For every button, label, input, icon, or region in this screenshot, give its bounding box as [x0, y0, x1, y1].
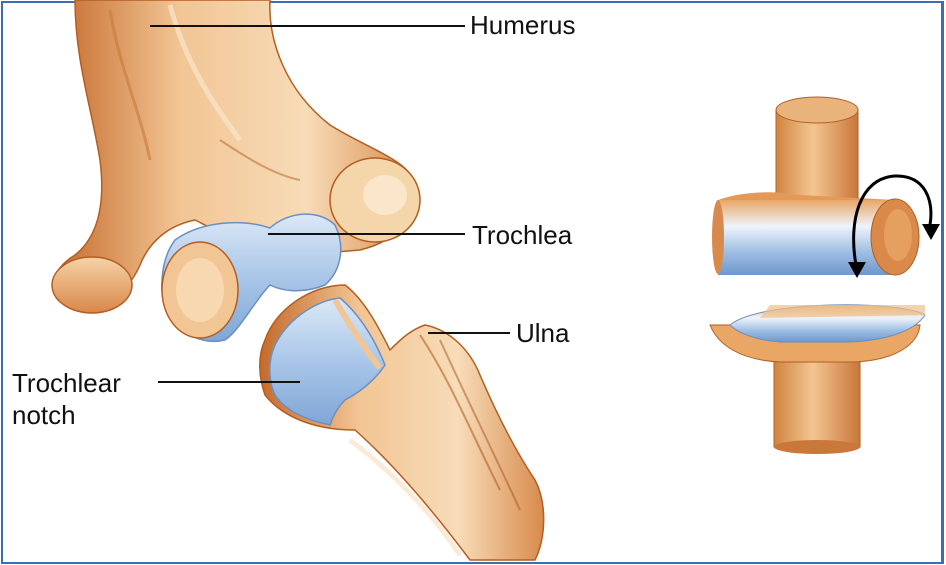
- trochlear-notch-label-line1: Trochlear: [12, 368, 121, 398]
- humerus-label: Humerus: [470, 10, 575, 40]
- hinge-model-upper: [712, 97, 919, 275]
- hinge-model-lower: [710, 305, 925, 454]
- ulna-label: Ulna: [516, 318, 569, 348]
- trochlea-label: Trochlea: [472, 220, 572, 250]
- trochlear-notch-label-line2: notch: [12, 400, 76, 430]
